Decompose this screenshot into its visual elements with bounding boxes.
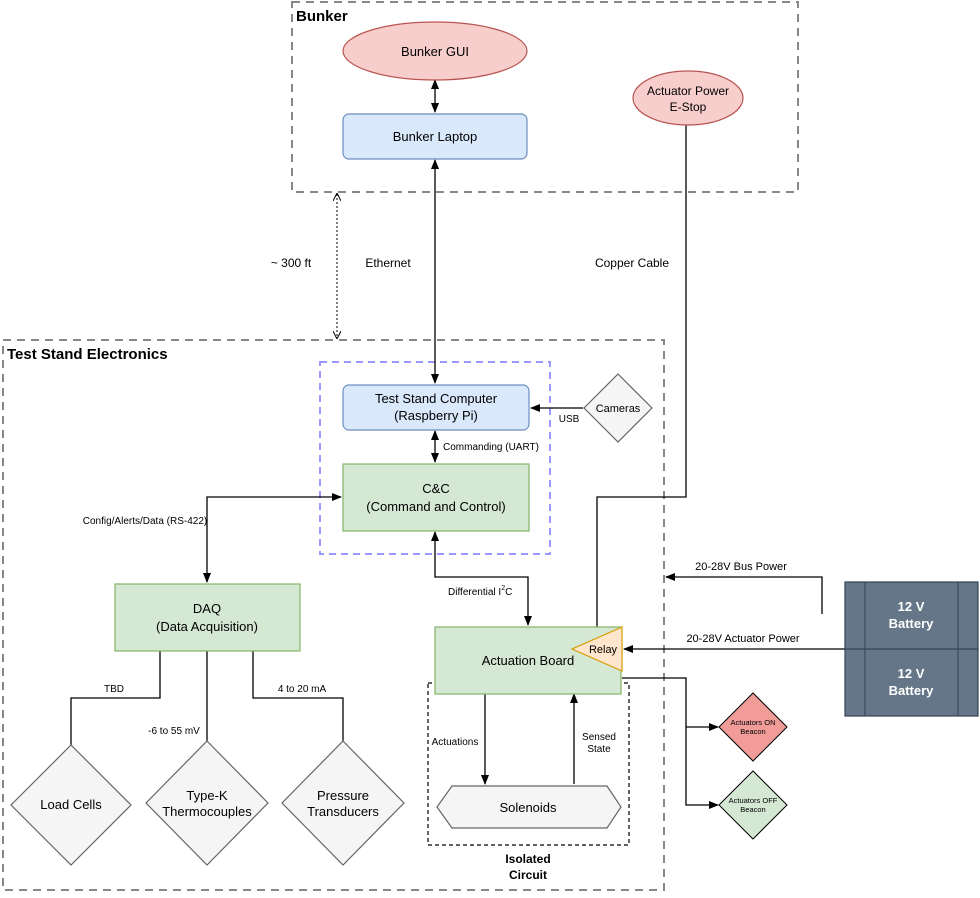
ethernet-label: Ethernet <box>365 256 411 270</box>
bunker-group: Bunker <box>291 1 799 193</box>
test-stand-computer-line2: (Raspberry Pi) <box>394 408 478 423</box>
isolated-label-line1: Isolated <box>505 852 550 866</box>
ma-label: 4 to 20 mA <box>278 684 327 695</box>
beacon-on-node: Actuators ON Beacon <box>718 692 788 762</box>
rs422-label: Config/Alerts/Data (RS-422) <box>83 516 208 527</box>
battery-top-node: 12 V Battery <box>844 581 979 651</box>
load-cells-label: Load Cells <box>40 797 102 812</box>
pressure-link <box>249 623 344 741</box>
pressure-transducers-node: Pressure Transducers <box>281 740 405 866</box>
mv-label: -6 to 55 mV <box>148 726 200 737</box>
i2c-label: Differential I2C <box>448 585 512 598</box>
thermocouples-node: Type-K Thermocouples <box>145 740 269 866</box>
beacon-off-node: Actuators OFF Beacon <box>718 770 788 840</box>
bunker-laptop-node: Bunker Laptop <box>342 113 528 160</box>
i2c-link <box>431 531 532 626</box>
distance-label: ~ 300 ft <box>271 256 312 270</box>
relay-node: Relay <box>570 626 623 672</box>
uart-label: Commanding (UART) <box>443 442 539 453</box>
daq-label-line2: (Data Acquisition) <box>156 619 258 634</box>
test-stand-group: Test Stand Electronics <box>2 339 665 891</box>
cc-node: C&C (Command and Control) <box>342 463 530 532</box>
test-stand-group-title: Test Stand Electronics <box>7 346 168 363</box>
bunker-group-title: Bunker <box>296 8 348 25</box>
estop-copper-link <box>593 125 687 638</box>
battery-bottom-node: 12 V Battery <box>844 648 979 717</box>
beacon-off-line1: Actuators OFF <box>729 796 778 805</box>
thermocouples-line2: Thermocouples <box>162 804 252 819</box>
bus-power-link <box>665 573 823 614</box>
beacon-off-line2: Beacon <box>740 805 765 814</box>
estop-node: Actuator Power E-Stop <box>632 70 744 126</box>
cameras-node: Cameras <box>583 373 653 443</box>
estop-label-line2: E-Stop <box>670 100 707 114</box>
bus-power-label: 20-28V Bus Power <box>695 561 787 573</box>
pressure-line2: Transducers <box>307 804 379 819</box>
bunker-gui-label: Bunker GUI <box>401 44 469 59</box>
actuator-power-label: 20-28V Actuator Power <box>686 633 799 645</box>
actuation-board-node: Actuation Board <box>434 626 622 695</box>
battery-top-line2: Battery <box>889 616 935 631</box>
estop-label-line1: Actuator Power <box>647 84 729 98</box>
battery-top-line1: 12 V <box>898 599 925 614</box>
actuations-label: Actuations <box>432 737 479 748</box>
test-stand-computer-node: Test Stand Computer (Raspberry Pi) <box>342 384 530 431</box>
sensed-state-label-line2: State <box>587 744 611 755</box>
copper-cable-label: Copper Cable <box>595 256 669 270</box>
beacon-on-line2: Beacon <box>740 727 765 736</box>
thermocouples-line1: Type-K <box>186 788 228 803</box>
sensed-state-label-line1: Sensed <box>582 732 616 743</box>
bunker-gui-node: Bunker GUI <box>342 21 528 81</box>
test-stand-computer-line1: Test Stand Computer <box>375 391 498 406</box>
cc-label-line1: C&C <box>422 481 449 496</box>
cc-label-line2: (Command and Control) <box>366 499 505 514</box>
usb-label: USB <box>559 414 580 425</box>
isolated-circuit-group: Isolated Circuit <box>427 682 630 882</box>
cameras-label: Cameras <box>596 403 641 415</box>
battery-bottom-line1: 12 V <box>898 666 925 681</box>
solenoids-label: Solenoids <box>499 800 557 815</box>
pressure-line1: Pressure <box>317 788 369 803</box>
load-cells-link <box>70 623 164 745</box>
beacon-on-line1: Actuators ON <box>730 718 775 727</box>
solenoids-node: Solenoids <box>436 785 622 829</box>
bunker-laptop-label: Bunker Laptop <box>393 129 478 144</box>
isolated-label-line2: Circuit <box>509 868 547 882</box>
rs422-link <box>203 493 342 583</box>
daq-node: DAQ (Data Acquisition) <box>114 583 301 652</box>
relay-label: Relay <box>589 644 618 656</box>
beacon-off-link <box>685 727 719 809</box>
tbd-label: TBD <box>104 684 124 695</box>
beacon-on-link <box>622 677 719 731</box>
battery-bottom-line2: Battery <box>889 683 935 698</box>
load-cells-node: Load Cells <box>10 744 132 866</box>
actuation-board-label: Actuation Board <box>482 653 575 668</box>
daq-label-line1: DAQ <box>193 601 221 616</box>
